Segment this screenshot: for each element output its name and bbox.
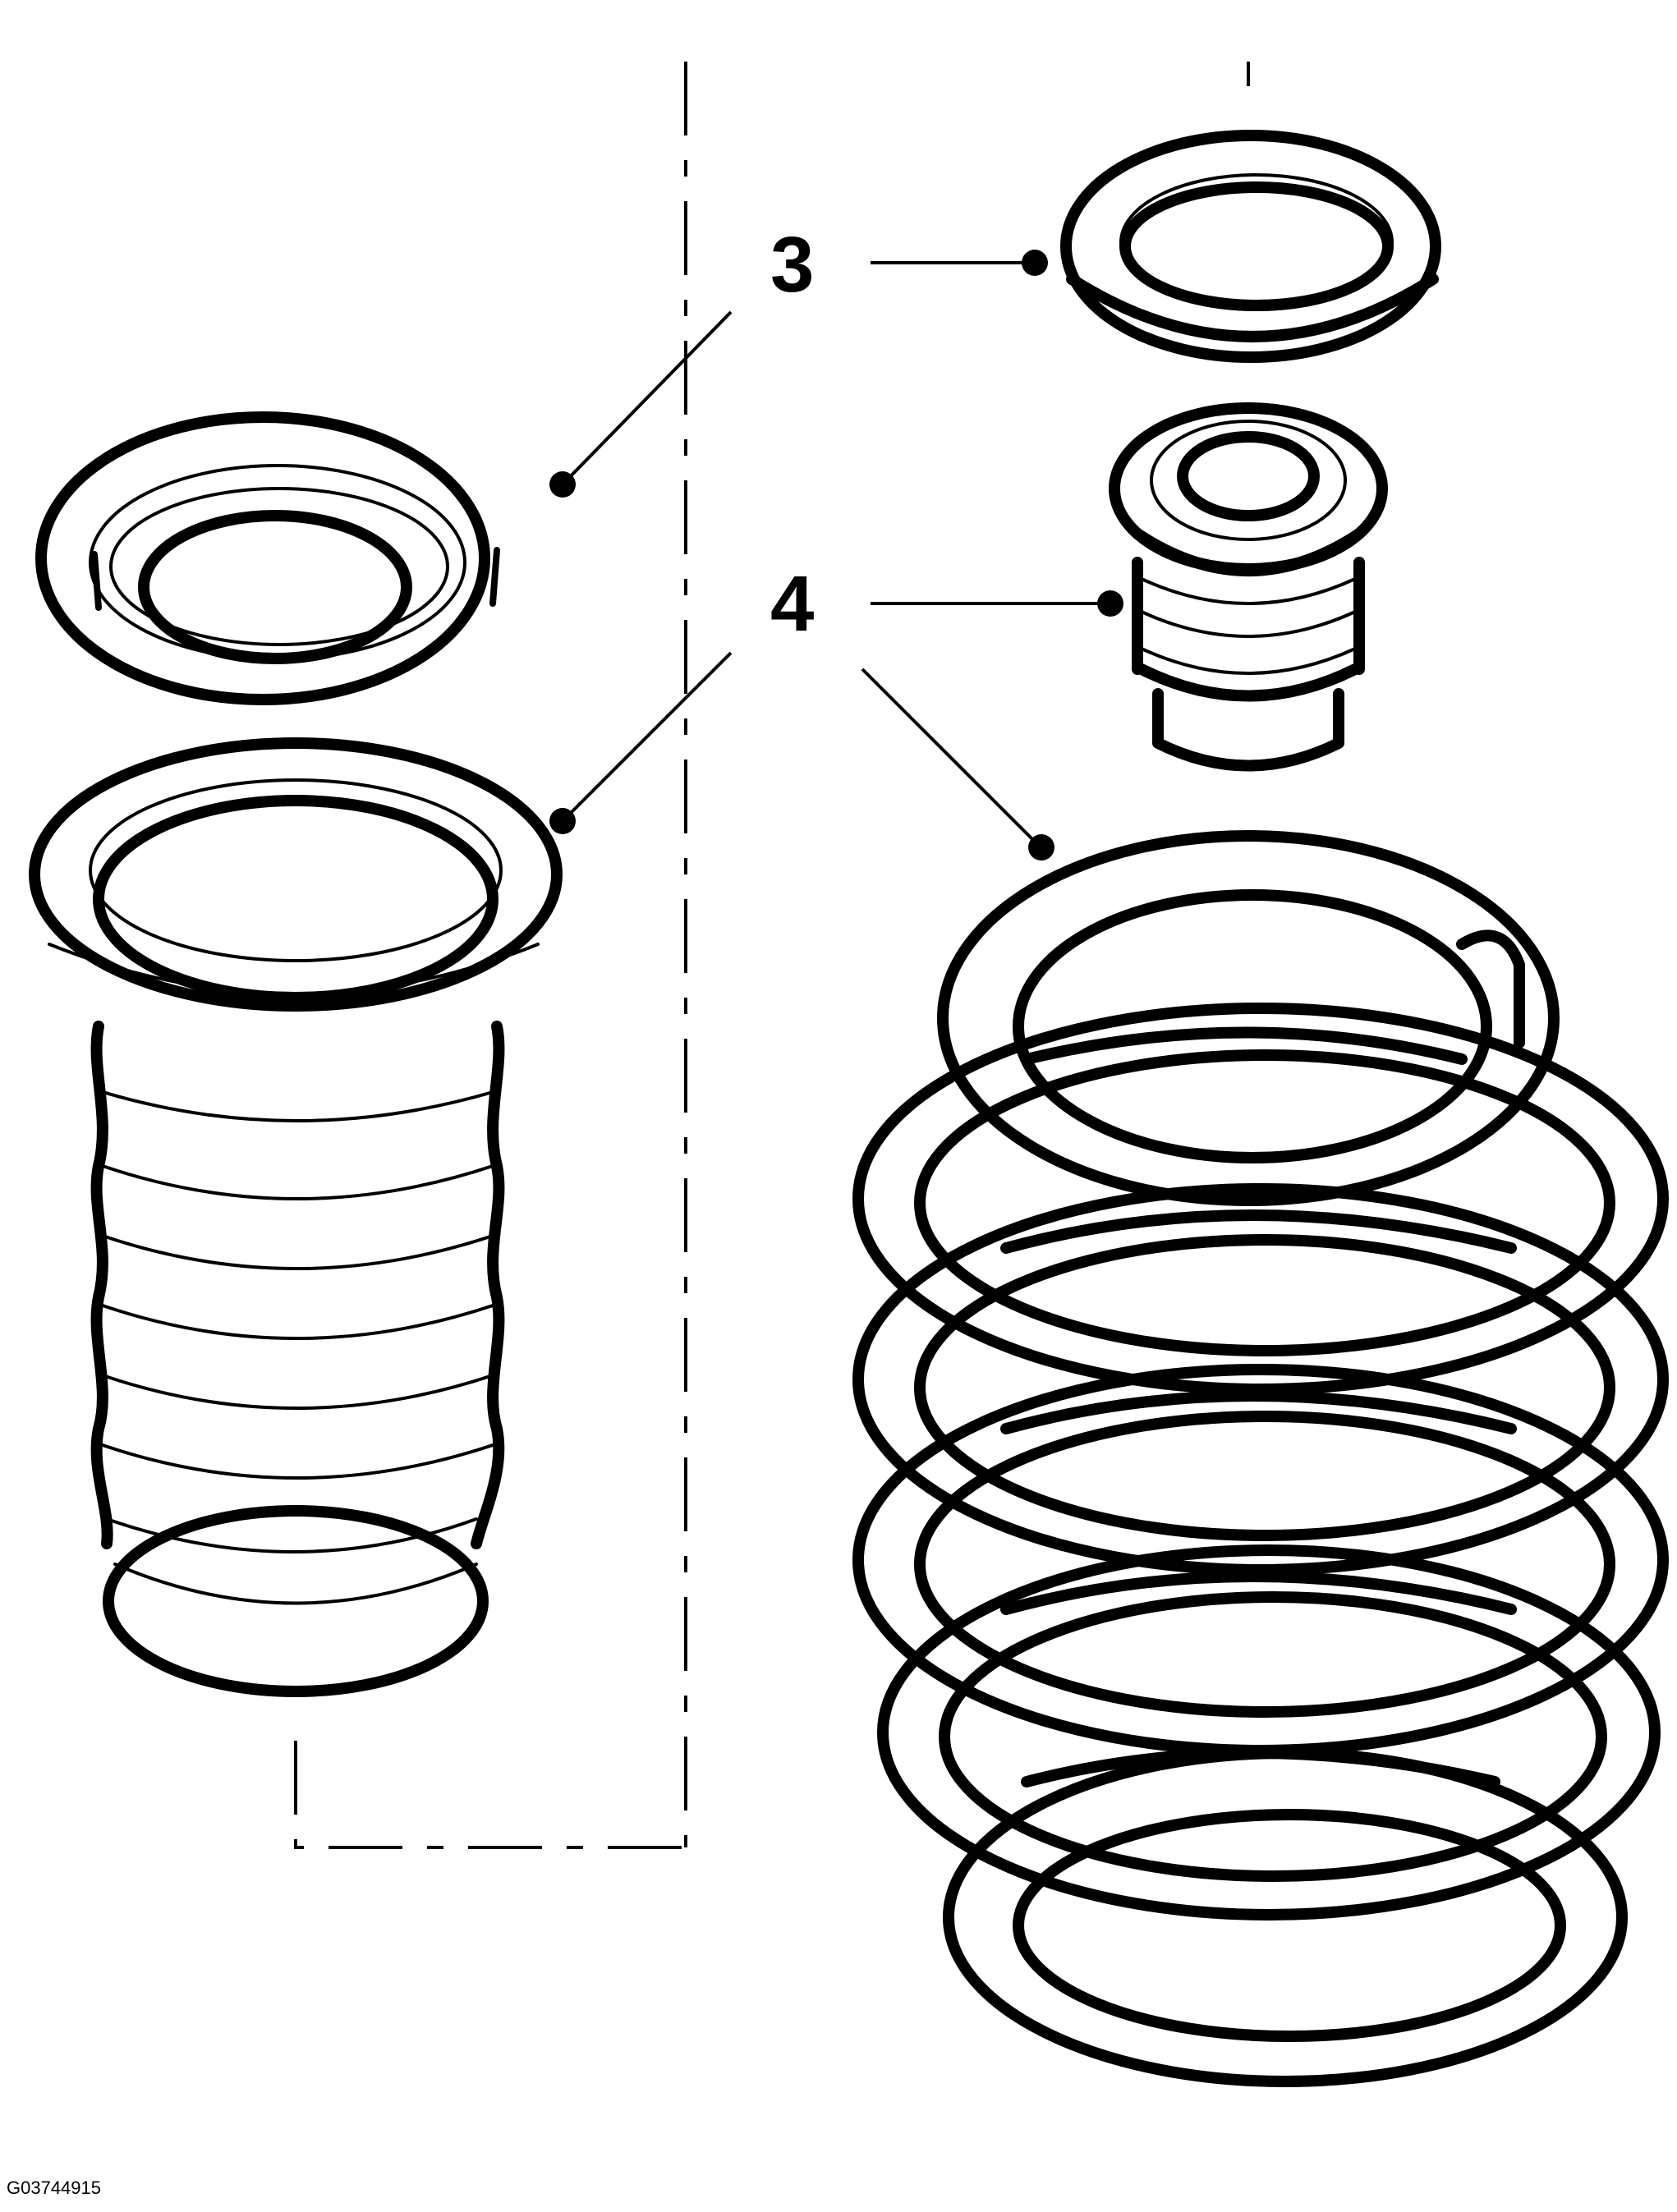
callout-dot-4-right-spring <box>1028 834 1054 860</box>
centerline-left <box>294 62 687 1849</box>
right-bump-stop <box>1109 402 1388 772</box>
coil-spring <box>852 830 1669 2087</box>
right-spring-seat <box>1060 130 1441 363</box>
callout-number-4: 4 <box>770 560 814 648</box>
leader-lines <box>549 250 1123 860</box>
left-dust-boot <box>29 737 563 1697</box>
figure-code: G03744915 <box>7 2178 101 2198</box>
left-spring-seat <box>35 411 500 705</box>
callout-dot-4-right-bumpstop <box>1097 590 1123 617</box>
callout-dot-4-left <box>549 808 576 834</box>
callout-dot-3-left <box>549 471 576 498</box>
callout-dot-3-right <box>1022 250 1048 276</box>
callout-number-3: 3 <box>770 221 814 309</box>
